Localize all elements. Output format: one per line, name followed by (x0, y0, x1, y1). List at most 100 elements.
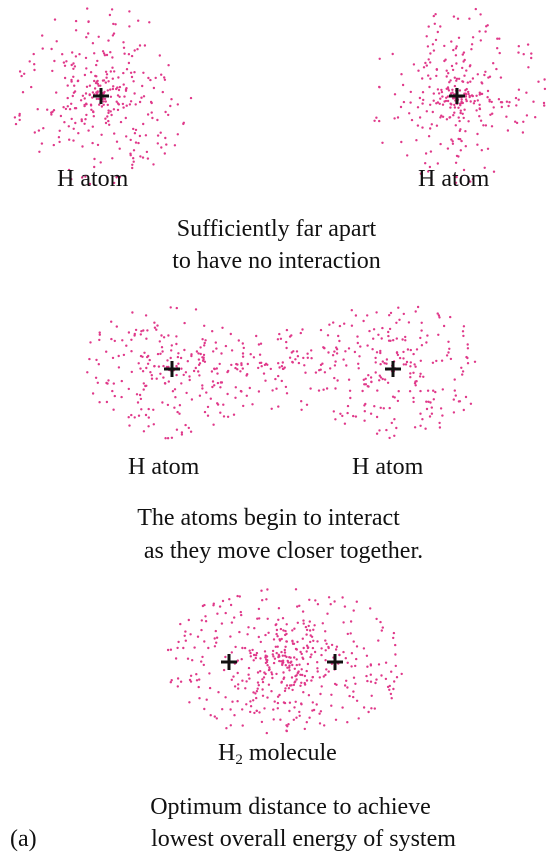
electron-dot (389, 311, 393, 315)
electron-dot (195, 679, 199, 682)
electron-dot (344, 350, 347, 353)
electron-dot (319, 363, 323, 367)
electron-dot (272, 655, 275, 658)
electron-dot (88, 84, 92, 87)
electron-dot (458, 89, 462, 92)
electron-dot (134, 141, 138, 144)
electron-dot (412, 371, 415, 374)
electron-dot (170, 436, 174, 439)
electron-dot (197, 363, 201, 367)
electron-dot (434, 390, 437, 394)
electron-dot (86, 7, 89, 10)
electron-dot (107, 379, 110, 382)
electron-dot (307, 624, 310, 628)
electron-dot (452, 114, 455, 117)
electron-dot (153, 364, 156, 368)
electron-dot (18, 112, 21, 116)
electron-dot (237, 683, 240, 686)
electron-dot (295, 663, 298, 667)
electron-dot (150, 374, 153, 377)
electron-dot (278, 659, 281, 663)
electron-dot (258, 711, 261, 714)
electron-dot (132, 157, 135, 160)
electron-dot (288, 684, 292, 687)
electron-dot (58, 129, 61, 132)
electron-dot (295, 350, 299, 353)
electron-dot (72, 139, 75, 142)
electron-dot (449, 92, 453, 95)
electron-dot (70, 78, 73, 82)
electron-dot (93, 165, 96, 169)
electron-dot (478, 30, 481, 33)
electron-dot (200, 619, 203, 622)
electron-dot (133, 132, 137, 135)
electron-dot (102, 103, 105, 107)
electron-dot (517, 51, 520, 54)
electron-dot (115, 140, 119, 143)
electron-dot (288, 356, 292, 359)
electron-dot (526, 43, 530, 46)
electron-dot (392, 636, 395, 640)
electron-dot (133, 416, 136, 419)
electron-dot (91, 96, 94, 99)
electron-dot (131, 311, 134, 314)
electron-dot (88, 93, 91, 96)
electron-dot (208, 686, 212, 690)
electron-dot (324, 649, 327, 652)
electron-dot (429, 61, 432, 64)
electron-dot (233, 616, 236, 619)
electron-dot (273, 657, 277, 660)
electron-dot (131, 166, 134, 170)
electron-dot (462, 51, 466, 54)
electron-dot (130, 350, 133, 353)
electron-dot (105, 350, 108, 353)
electron-dot (184, 423, 187, 427)
electron-dot (424, 61, 427, 65)
electron-dot (66, 84, 69, 87)
electron-dot (310, 653, 313, 656)
electron-dot (144, 134, 148, 137)
electron-dot (272, 718, 275, 721)
electron-dot (256, 617, 259, 620)
electron-dot (427, 135, 431, 138)
electron-dot (149, 371, 152, 374)
electron-dot (416, 124, 420, 127)
electron-dot (450, 64, 454, 68)
electron-dot (450, 40, 453, 43)
electron-dot (391, 52, 394, 56)
electron-dot (334, 718, 338, 721)
electron-dot (409, 90, 412, 94)
electron-dot (230, 621, 234, 624)
electron-dot (453, 103, 456, 107)
electron-dot (148, 358, 151, 362)
electron-dot (458, 119, 461, 123)
electron-dot (203, 344, 206, 347)
electron-dot (412, 352, 415, 356)
electron-dot (246, 362, 249, 366)
electron-dot (110, 113, 113, 117)
electron-dot (274, 377, 277, 381)
electron-dot (324, 659, 327, 662)
electron-dot (452, 398, 455, 401)
electron-dot (96, 90, 99, 93)
electron-dot (97, 84, 100, 87)
electron-dot (248, 649, 251, 652)
electron-dot (111, 34, 115, 37)
electron-dot (525, 91, 528, 94)
electron-dot (409, 101, 412, 104)
electron-dot (140, 408, 143, 411)
electron-dot (189, 633, 192, 636)
electron-dot (424, 162, 427, 165)
electron-dot (324, 639, 327, 642)
electron-dot (507, 104, 510, 108)
electron-dot (424, 152, 428, 155)
electron-dot (421, 418, 424, 421)
electron-dot (128, 10, 131, 13)
electron-dot (230, 678, 233, 681)
electron-dot (425, 64, 428, 67)
electron-dot (293, 681, 296, 684)
electron-dot (175, 342, 178, 346)
electron-dot (454, 124, 457, 127)
electron-dot (251, 403, 254, 406)
electron-dot (390, 697, 393, 700)
